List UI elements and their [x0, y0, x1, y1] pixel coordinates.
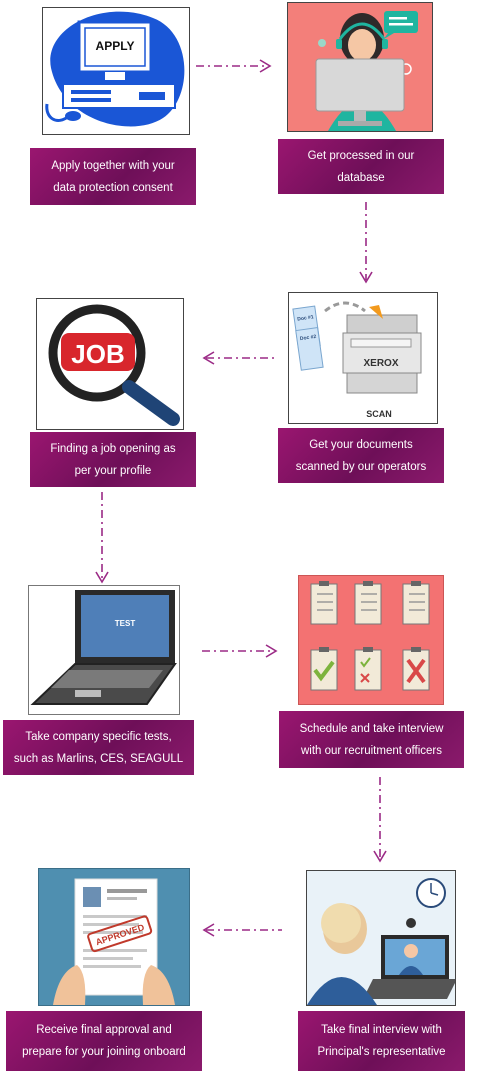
- approved-resume-icon: APPROVED: [53, 878, 175, 1005]
- step-4-caption-line1: Finding a job opening as: [50, 442, 176, 455]
- arrow-step3-to-step4: [202, 351, 278, 365]
- step-6-caption-line1: Schedule and take interview: [299, 722, 444, 735]
- step-3-caption: Get your documents scanned by our operato…: [278, 428, 444, 483]
- apply-screen-text: APPLY: [96, 39, 135, 53]
- step-5-caption-line2: such as Marlins, CES, SEAGULL: [13, 752, 184, 765]
- arrow-step6-to-step7: [373, 777, 387, 863]
- laptop-test-icon: TEST: [30, 590, 177, 705]
- arrow-step7-to-step8: [202, 923, 282, 937]
- step-2-caption-line2: database: [337, 171, 385, 184]
- step-6-caption-line2: with our recruitment officers: [300, 744, 443, 757]
- step-8-caption-line1: Receive final approval and: [36, 1024, 172, 1036]
- support-operator-icon: [315, 11, 418, 131]
- step-5-caption: Take company specific tests, such as Marl…: [3, 720, 194, 775]
- step-7-caption-line2: Principal's representative: [317, 1046, 446, 1058]
- step-4-caption-line2: per your profile: [74, 464, 152, 477]
- job-search-icon: JOB: [48, 304, 180, 426]
- scan-image: Doc #1 Doc #2 XEROX SCAN: [288, 292, 438, 424]
- clipboards-image: [298, 575, 444, 705]
- step-6-caption: Schedule and take interview with our recr…: [279, 711, 464, 768]
- arrow-step2-to-step3: [359, 202, 373, 284]
- apply-computer-icon: APPLY: [45, 11, 185, 127]
- test-image: TEST: [28, 585, 180, 715]
- step-1-caption: Apply together with your data protection …: [30, 148, 196, 205]
- video-interview-icon: [307, 878, 455, 1005]
- support-image: [287, 2, 433, 132]
- step-1-caption-line1: Apply together with your: [51, 159, 175, 172]
- scanner-icon: Doc #1 Doc #2 XEROX SCAN: [292, 301, 422, 419]
- xerox-label: XEROX: [363, 358, 398, 369]
- video-interview-image: [306, 870, 456, 1006]
- job-text: JOB: [71, 339, 124, 369]
- step-7-caption-line1: Take final interview with: [321, 1024, 442, 1036]
- doc-1-label: Doc #1: [297, 314, 314, 322]
- job-image: JOB: [36, 298, 184, 430]
- arrow-step5-to-step6: [202, 644, 278, 658]
- arrow-step4-to-step5: [95, 492, 109, 584]
- step-8-caption: Receive final approval and prepare for yo…: [6, 1011, 202, 1071]
- approval-image: APPROVED: [38, 868, 190, 1006]
- clipboards-icon: [310, 581, 430, 691]
- step-5-caption-line1: Take company specific tests,: [25, 730, 172, 743]
- step-3-caption-line1: Get your documents: [309, 438, 413, 451]
- step-8-caption-line2: prepare for your joining onboard: [22, 1046, 186, 1058]
- step-4-caption: Finding a job opening as per your profile: [30, 432, 196, 487]
- step-3-caption-line2: scanned by our operators: [295, 460, 427, 473]
- scan-label: SCAN: [366, 409, 392, 419]
- apply-image: APPLY: [42, 7, 190, 135]
- test-screen-text: TEST: [115, 619, 136, 628]
- step-2-caption-line1: Get processed in our: [307, 149, 415, 162]
- step-1-caption-line2: data protection consent: [53, 181, 173, 194]
- arrow-step1-to-step2: [196, 59, 272, 73]
- step-2-caption: Get processed in our database: [278, 139, 444, 194]
- doc-2-label: Doc #2: [300, 334, 317, 342]
